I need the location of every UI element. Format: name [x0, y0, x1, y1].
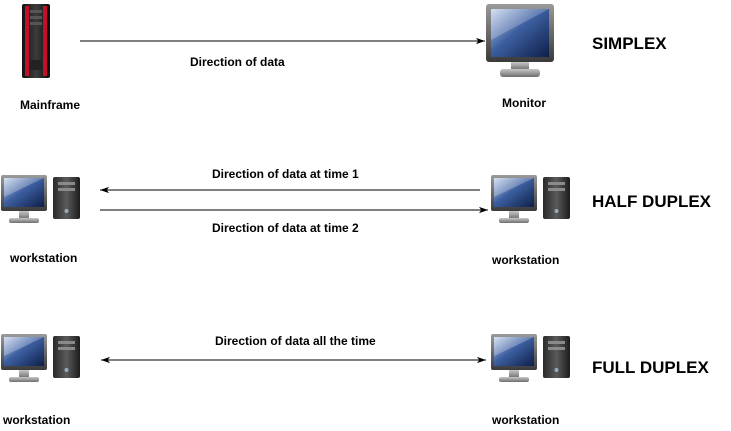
mainframe-icon — [22, 4, 50, 78]
full-duplex-left-workstation-icon — [1, 334, 80, 382]
half-duplex-title: HALF DUPLEX — [592, 192, 711, 211]
monitor-icon — [486, 4, 554, 77]
half-duplex-right-label: workstation — [492, 253, 560, 267]
mainframe-label: Mainframe — [20, 98, 81, 112]
simplex-title: SIMPLEX — [592, 34, 667, 53]
full-duplex-right-label: workstation — [492, 413, 560, 427]
full-duplex-right-workstation-icon — [491, 334, 570, 382]
half-duplex-time2-label: Direction of data at time 2 — [212, 221, 359, 235]
simplex-arrow-label: Direction of data — [190, 55, 285, 69]
half-duplex-left-label: workstation — [10, 251, 78, 265]
half-duplex-time1-label: Direction of data at time 1 — [212, 167, 359, 181]
half-duplex-left-workstation-icon — [1, 175, 80, 223]
monitor-label: Monitor — [502, 96, 546, 110]
half-duplex-right-workstation-icon — [491, 175, 570, 223]
full-duplex-left-label: workstation — [3, 413, 71, 427]
full-duplex-arrow-label: Direction of data all the time — [215, 334, 376, 348]
full-duplex-title: FULL DUPLEX — [592, 358, 709, 377]
